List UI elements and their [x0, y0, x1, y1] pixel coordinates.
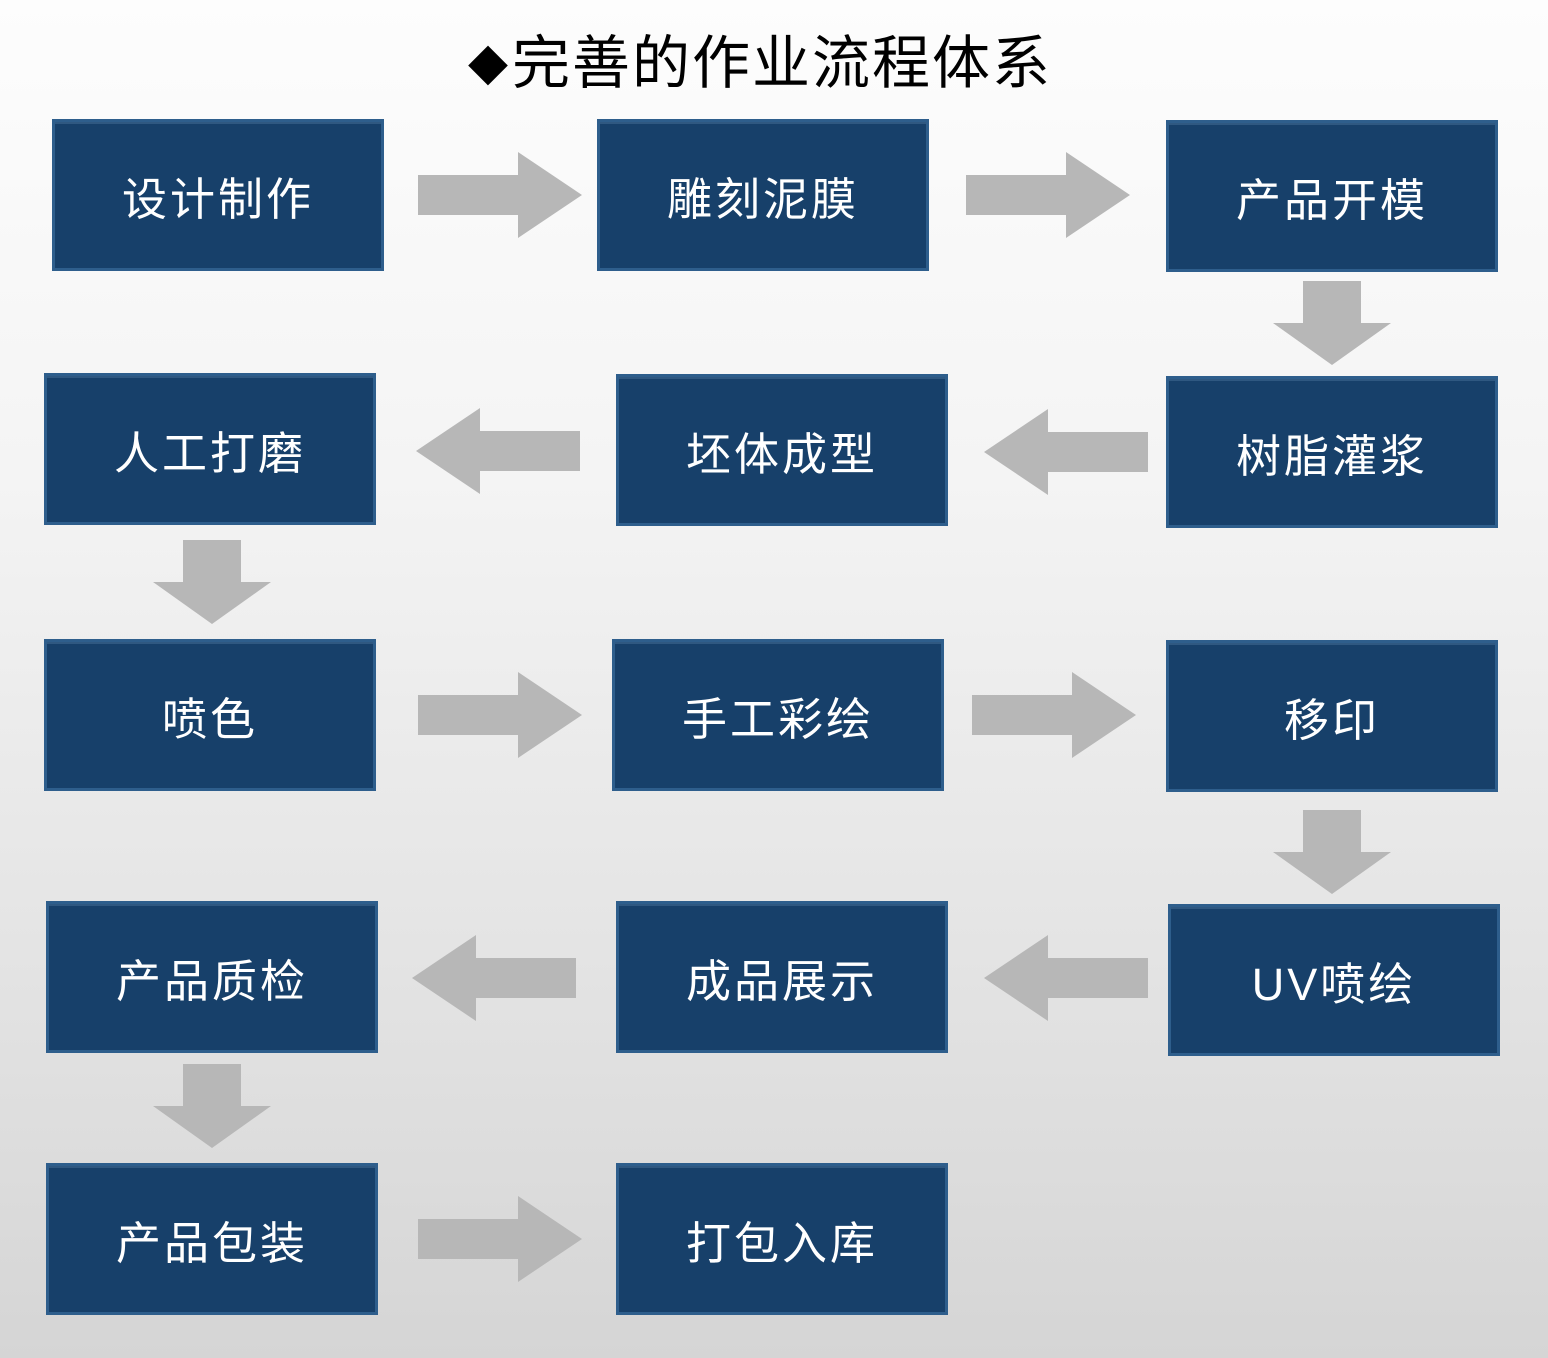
diamond-bullet-icon: ◆ [467, 34, 510, 91]
flow-node-polishing: 人工打磨 [44, 373, 376, 525]
flow-node-label: 移印 [1283, 694, 1380, 746]
connector-arrow-grouting-to-forming [980, 404, 1148, 500]
flow-node-label: 产品开模 [1235, 174, 1428, 226]
flow-node-label: 喷色 [161, 693, 258, 745]
connector-arrow-molding-to-grouting [1270, 281, 1394, 367]
flow-node-design: 设计制作 [52, 119, 384, 271]
page-title: ◆完善的作业流程体系 [0, 16, 1520, 100]
flow-node-warehouse: 打包入库 [616, 1163, 948, 1315]
flow-node-padprint: 移印 [1166, 640, 1498, 792]
connector-arrow-painting-to-padprint [972, 667, 1140, 763]
flow-node-label: 手工彩绘 [681, 693, 874, 745]
flow-node-molding: 产品开模 [1166, 120, 1498, 272]
connector-arrow-design-to-carving [418, 147, 586, 243]
flow-node-label: 产品包装 [115, 1217, 308, 1269]
flow-node-label: 人工打磨 [113, 427, 306, 479]
connector-arrow-carving-to-molding [966, 147, 1134, 243]
page-title-text: 完善的作业流程体系 [511, 31, 1052, 96]
flow-node-label: 打包入库 [685, 1217, 878, 1269]
flow-node-carving: 雕刻泥膜 [597, 119, 929, 271]
connector-arrow-display-to-inspection [408, 930, 576, 1026]
flow-node-label: 成品展示 [685, 955, 878, 1007]
connector-arrow-forming-to-polishing [412, 403, 580, 499]
flow-node-label: UV喷绘 [1251, 958, 1417, 1010]
flow-node-label: 设计制作 [121, 173, 314, 225]
flow-node-uvprint: UV喷绘 [1168, 904, 1500, 1056]
flow-node-inspection: 产品质检 [46, 901, 378, 1053]
flow-node-label: 产品质检 [115, 955, 308, 1007]
connector-arrow-packaging-to-warehouse [418, 1191, 586, 1287]
flow-node-painting: 手工彩绘 [612, 639, 944, 791]
connector-arrow-inspection-to-packaging [150, 1064, 274, 1150]
connector-arrow-polishing-to-spraying [150, 540, 274, 626]
flow-node-label: 雕刻泥膜 [666, 173, 859, 225]
connector-arrow-uvprint-to-display [980, 930, 1148, 1026]
flow-node-display: 成品展示 [616, 901, 948, 1053]
flow-node-grouting: 树脂灌浆 [1166, 376, 1498, 528]
flow-node-label: 坯体成型 [685, 428, 878, 480]
connector-arrow-padprint-to-uvprint [1270, 810, 1394, 896]
flow-node-packaging: 产品包装 [46, 1163, 378, 1315]
flow-node-spraying: 喷色 [44, 639, 376, 791]
flow-node-forming: 坯体成型 [616, 374, 948, 526]
connector-arrow-spraying-to-painting [418, 667, 586, 763]
flow-node-label: 树脂灌浆 [1235, 430, 1428, 482]
